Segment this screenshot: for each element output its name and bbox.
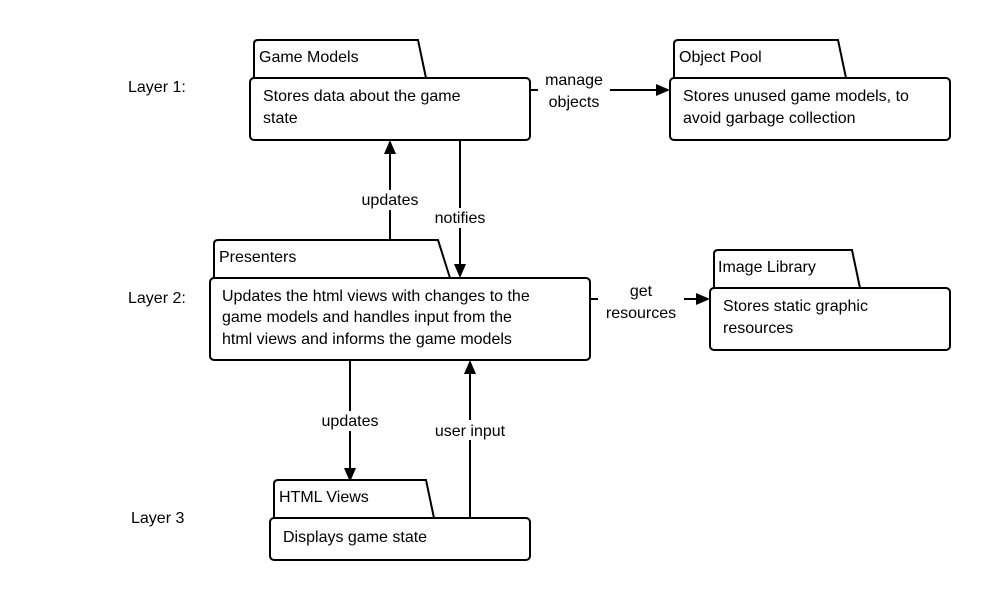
package-object-pool: Object Pool Stores unused game models, t… (669, 39, 951, 141)
get-resources-line-2: resources (606, 305, 676, 322)
game-models-title: Game Models (259, 49, 359, 66)
image-library-desc-line-2: resources (723, 320, 793, 337)
user-input-text: user input (435, 423, 506, 440)
presenters-desc-line-1: Updates the html views with changes to t… (222, 288, 530, 305)
object-pool-desc-line-1: Stores unused game models, to (683, 88, 909, 105)
image-library-title: Image Library (718, 259, 816, 276)
object-pool-desc-line-2: avoid garbage collection (683, 110, 856, 127)
edge-label-updates-models: updates (356, 190, 424, 210)
edge-label-manage-objects: manage objects (538, 70, 610, 112)
layer-2-label: Layer 2: (128, 290, 186, 307)
get-resources-line-1: get (630, 283, 653, 300)
layer-1-label: Layer 1: (128, 79, 186, 96)
edge-user-input (464, 360, 476, 518)
notifies-text: notifies (435, 210, 486, 227)
edge-label-get-resources: get resources (598, 280, 684, 322)
image-library-desc-line-1: Stores static graphic (723, 298, 868, 315)
package-html-views: HTML Views Displays game state (269, 479, 531, 561)
manage-objects-line-2: objects (549, 94, 600, 111)
package-game-models: Game Models Stores data about the game s… (249, 39, 531, 141)
html-views-title: HTML Views (279, 489, 369, 506)
updates-views-text: updates (322, 413, 379, 430)
package-image-library: Image Library Stores static graphic reso… (709, 249, 951, 351)
presenters-title: Presenters (219, 249, 296, 266)
presenters-desc-line-2: game models and handles input from the (222, 309, 512, 326)
game-models-desc-line-1: Stores data about the game (263, 88, 461, 105)
presenters-desc-line-3: html views and informs the game models (222, 331, 512, 348)
edge-label-notifies: notifies (428, 208, 492, 228)
manage-objects-line-1: manage (545, 72, 603, 89)
game-models-desc-line-2: state (263, 110, 298, 127)
html-views-desc-line-1: Displays game state (283, 529, 427, 546)
edge-label-user-input: user input (428, 420, 512, 440)
updates-models-text: updates (362, 192, 419, 209)
layer-3-label: Layer 3 (131, 510, 184, 527)
edge-label-updates-views: updates (316, 411, 384, 431)
object-pool-title: Object Pool (679, 49, 762, 66)
package-presenters: Presenters Updates the html views with c… (209, 239, 591, 361)
edge-notifies (454, 140, 466, 278)
